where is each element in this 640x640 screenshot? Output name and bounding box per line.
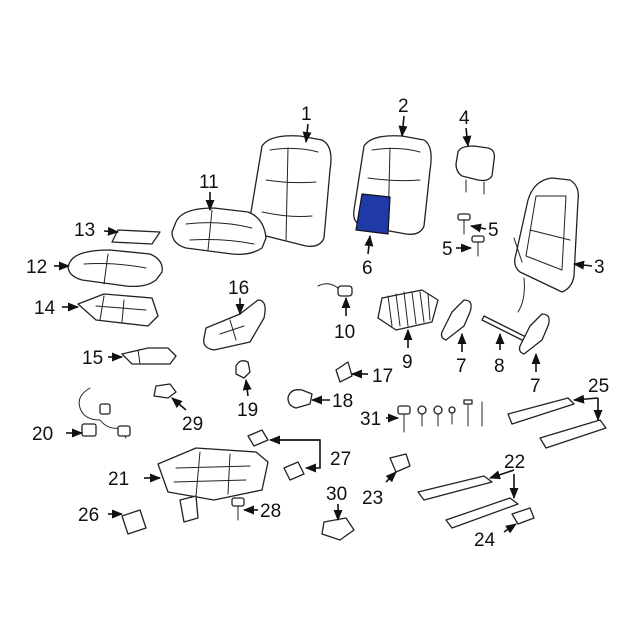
headrest-guide-lower bbox=[471, 235, 485, 257]
callout-8: 8 bbox=[494, 356, 505, 377]
callout-25: 25 bbox=[588, 376, 609, 397]
callout-4: 4 bbox=[459, 108, 470, 129]
hardware-set-part bbox=[397, 399, 483, 433]
switch-part-19 bbox=[235, 360, 251, 379]
wiring-harness-part bbox=[78, 387, 131, 439]
callout-10: 10 bbox=[334, 322, 355, 343]
callout-3: 3 bbox=[594, 257, 605, 278]
callout-11: 11 bbox=[199, 172, 219, 193]
track-cover-part-lower bbox=[539, 419, 607, 449]
callout-6: 6 bbox=[362, 258, 373, 279]
lumbar-support-part bbox=[377, 289, 439, 331]
callout-13: 13 bbox=[74, 220, 95, 241]
callout-7-left: 7 bbox=[456, 356, 467, 377]
callout-7-right: 7 bbox=[530, 376, 541, 397]
callout-27: 27 bbox=[330, 449, 351, 470]
callout-15: 15 bbox=[82, 348, 103, 369]
headrest-guide-upper bbox=[457, 213, 471, 235]
callout-1: 1 bbox=[301, 104, 312, 125]
callout-9: 9 bbox=[402, 352, 413, 373]
callout-17: 17 bbox=[372, 366, 393, 387]
recliner-part-left bbox=[440, 299, 472, 341]
seat-heater-element bbox=[111, 229, 161, 245]
callout-16: 16 bbox=[228, 278, 249, 299]
knob-part-18 bbox=[287, 389, 313, 409]
seat-cushion-cover-part bbox=[171, 207, 267, 256]
callout-23: 23 bbox=[362, 488, 383, 509]
lumbar-pad-highlighted bbox=[355, 193, 391, 235]
callout-20: 20 bbox=[32, 424, 53, 445]
callout-28: 28 bbox=[260, 501, 281, 522]
callout-12: 12 bbox=[26, 257, 47, 278]
callout-14: 14 bbox=[34, 298, 56, 319]
side-shield-part bbox=[203, 299, 266, 351]
bracket-part-24 bbox=[511, 507, 535, 525]
seat-cushion-pan-part bbox=[77, 293, 159, 327]
bolt-part-28 bbox=[231, 497, 245, 521]
seat-track-assembly-part bbox=[157, 447, 269, 523]
callout-5-lower: 5 bbox=[442, 239, 453, 260]
callout-22: 22 bbox=[504, 452, 525, 473]
seat-back-frame-part bbox=[513, 177, 579, 313]
callout-30: 30 bbox=[326, 484, 347, 505]
callout-21: 21 bbox=[108, 469, 129, 490]
headrest-part bbox=[455, 145, 496, 195]
callout-31: 31 bbox=[360, 409, 381, 430]
track-cover-part-upper bbox=[507, 397, 575, 425]
clip-part-17 bbox=[335, 361, 353, 383]
bracket-part-23 bbox=[389, 453, 411, 473]
cable-part-10 bbox=[317, 283, 353, 297]
bracket-part-27-lower bbox=[283, 461, 305, 481]
callout-2: 2 bbox=[398, 96, 409, 117]
bracket-part-15 bbox=[121, 347, 177, 365]
recliner-rod-part bbox=[481, 315, 529, 343]
seat-cushion-pad-part bbox=[67, 249, 163, 288]
module-part-30 bbox=[321, 517, 355, 541]
callout-19: 19 bbox=[237, 400, 258, 421]
cover-part-26 bbox=[121, 509, 147, 535]
callout-18: 18 bbox=[332, 391, 353, 412]
callout-29: 29 bbox=[182, 414, 203, 435]
recliner-part-right bbox=[518, 313, 550, 355]
bracket-part-27-upper bbox=[247, 429, 269, 447]
bracket-part-29 bbox=[153, 383, 177, 399]
callout-24: 24 bbox=[474, 530, 496, 551]
callout-5-upper: 5 bbox=[488, 220, 499, 241]
callout-26: 26 bbox=[78, 505, 99, 526]
seat-track-part-22 bbox=[417, 475, 519, 529]
